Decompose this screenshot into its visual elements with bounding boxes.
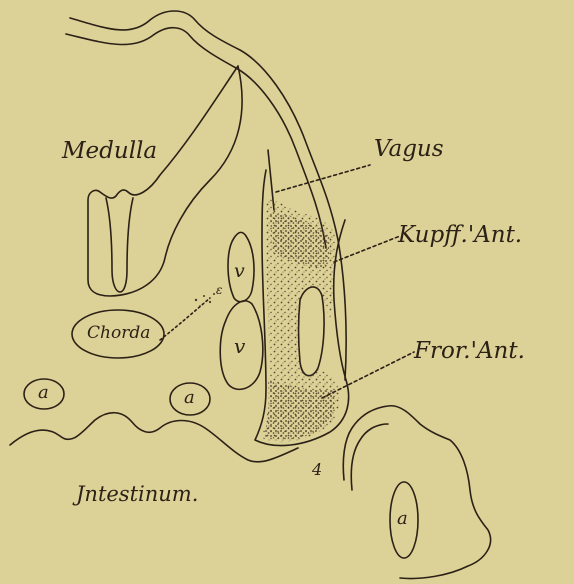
medulla-canal [106,198,133,292]
label-epsilon: ε [216,284,222,296]
label-chorda: Chorda [87,325,150,342]
label-kupff-ant: Kupff.'Ant. [398,224,522,247]
kupff-pointer [334,236,400,262]
gut-tube-inner [351,424,388,490]
label-aorta-middle: a [184,389,195,407]
chorda-dot-marks [195,293,215,307]
chorda-pointer [160,298,210,340]
label-medulla: Medulla [62,140,157,163]
gut-tube-outer [343,406,490,579]
label-v-lower: v [234,336,245,356]
label-aorta-left: a [38,384,49,402]
intestinum-boundary [10,413,298,462]
label-aorta-right: a [397,510,408,528]
label-vagus: Vagus [374,138,444,161]
label-v-upper: v [234,262,245,281]
label-intestinum: Jntestinum. [76,484,198,505]
medulla-outline [88,66,242,296]
label-number-4: 4 [312,462,322,478]
ganglion-cavity [299,287,325,376]
label-fror-ant: Fror.'Ant. [414,340,525,363]
